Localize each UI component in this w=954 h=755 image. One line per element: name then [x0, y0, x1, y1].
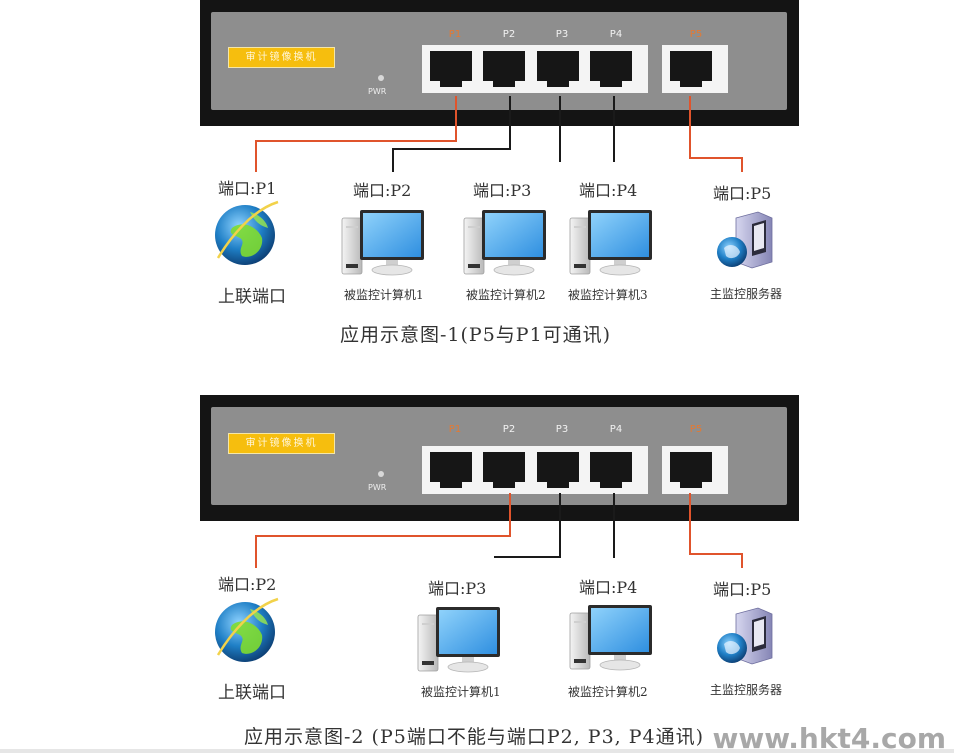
power-label: PWR [368, 87, 387, 96]
wire-p1 [255, 96, 457, 172]
rj45-port-p5-icon [670, 51, 712, 87]
power-label: PWR [368, 483, 387, 492]
node-name-monitored-2: 被监控计算机2 [466, 288, 546, 302]
globe-icon [212, 595, 282, 665]
node-name-monitored-1: 被监控计算机1 [344, 288, 424, 302]
wire-p2 [255, 493, 511, 568]
port-caption-p2: 端口:P2 [353, 181, 412, 200]
server-icon [714, 606, 778, 666]
node-name-main-server: 主监控服务器 [710, 683, 783, 697]
wiring-diagram-1 [255, 96, 743, 172]
rj45-port-p4-icon [590, 51, 632, 87]
switch-device: 审计镜像换机 PWR P1 P2 P3 P4 P5 [200, 395, 799, 521]
rj45-port-p2-icon [483, 51, 525, 87]
node-name-monitored-2: 被监控计算机2 [568, 685, 648, 699]
rj45-port-p5-icon [670, 452, 712, 488]
computer-icon [414, 603, 504, 675]
switch-front-panel: 审计镜像换机 PWR P1 P2 P3 P4 P5 [211, 12, 787, 110]
port-label-p2: P2 [502, 29, 516, 40]
rj45-port-p1-icon [430, 452, 472, 488]
port-label-p1: P1 [448, 424, 462, 435]
diagram-1-caption: 应用示意图-1(P5与P1可通讯) [340, 324, 612, 346]
port-label-p3: P3 [555, 424, 569, 435]
brand-label: 审计镜像换机 [228, 47, 335, 68]
port-caption-p3: 端口:P3 [428, 579, 487, 598]
watermark: www.hkt4.com [712, 722, 946, 755]
port-label-p4: P4 [609, 29, 623, 40]
computer-icon [566, 601, 656, 673]
node-name-uplink: 上联端口 [218, 287, 286, 307]
port-label-p2: P2 [502, 424, 516, 435]
port-label-p1: P1 [448, 29, 462, 40]
port-label-p3: P3 [555, 29, 569, 40]
rj45-port-p2-icon [483, 452, 525, 488]
node-name-uplink: 上联端口 [218, 683, 286, 703]
port-label-p4: P4 [609, 424, 623, 435]
rj45-port-p4-icon [590, 452, 632, 488]
port-group-p1-p4 [422, 45, 648, 93]
node-name-main-server: 主监控服务器 [710, 287, 783, 301]
port-group-p5 [662, 45, 728, 93]
switch-device: 审计镜像换机 PWR P1 P2 P3 P4 P5 [200, 0, 799, 126]
port-group-p1-p4 [422, 446, 648, 494]
wire-p5 [689, 96, 743, 172]
port-caption-p5: 端口:P5 [713, 580, 772, 599]
node-name-monitored-3: 被监控计算机3 [568, 288, 648, 302]
port-group-p5 [662, 446, 728, 494]
port-caption-p1: 端口:P1 [218, 179, 277, 198]
diagram-2-caption: 应用示意图-2 (P5端口不能与端口P2, P3, P4通讯) [244, 726, 705, 748]
rj45-port-p3-icon [537, 51, 579, 87]
port-label-p5: P5 [689, 424, 703, 435]
wire-p2 [392, 96, 511, 172]
rj45-port-p3-icon [537, 452, 579, 488]
switch-front-panel: 审计镜像换机 PWR P1 P2 P3 P4 P5 [211, 407, 787, 505]
port-caption-p2: 端口:P2 [218, 575, 277, 594]
port-label-p5: P5 [689, 29, 703, 40]
power-led-icon [378, 75, 384, 81]
wire-p3 [494, 493, 561, 558]
port-caption-p4: 端口:P4 [579, 181, 638, 200]
brand-label: 审计镜像换机 [228, 433, 335, 454]
rj45-port-p1-icon [430, 51, 472, 87]
port-caption-p3: 端口:P3 [473, 181, 532, 200]
bottom-divider [0, 749, 954, 753]
node-name-monitored-1: 被监控计算机1 [421, 685, 501, 699]
port-caption-p5: 端口:P5 [713, 184, 772, 203]
wire-p5 [689, 493, 743, 568]
port-caption-p4: 端口:P4 [579, 578, 638, 597]
power-led-icon [378, 471, 384, 477]
